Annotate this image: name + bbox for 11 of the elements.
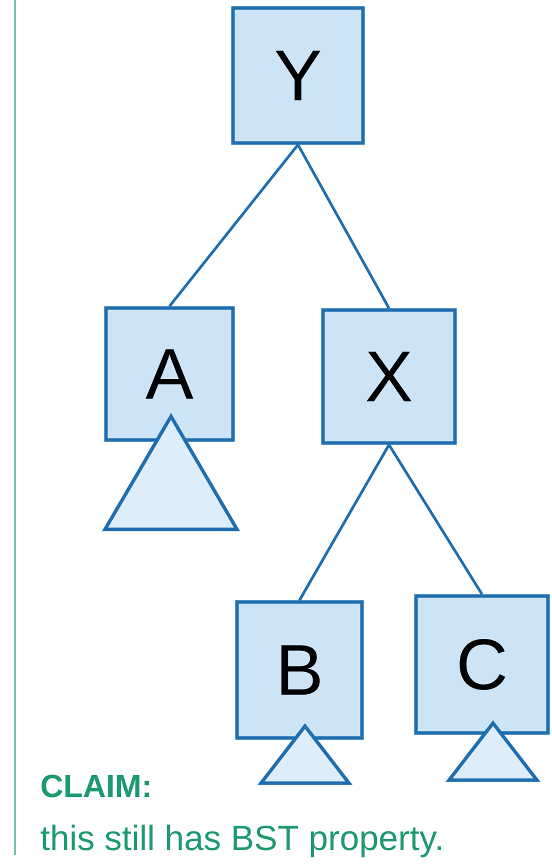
tree-node-box: Y <box>231 6 365 145</box>
tree-edge <box>168 144 300 308</box>
tree-edge <box>298 444 390 601</box>
tree-node-box: B <box>235 600 364 740</box>
tree-node-box: X <box>321 308 457 445</box>
tree-node-box: C <box>414 594 550 735</box>
tree-node-box: A <box>104 306 235 442</box>
claim-heading: CLAIM: <box>42 774 150 798</box>
tree-edge <box>388 444 484 595</box>
tree-edge <box>296 144 390 309</box>
claim-text: this still has BST property. <box>40 824 441 858</box>
